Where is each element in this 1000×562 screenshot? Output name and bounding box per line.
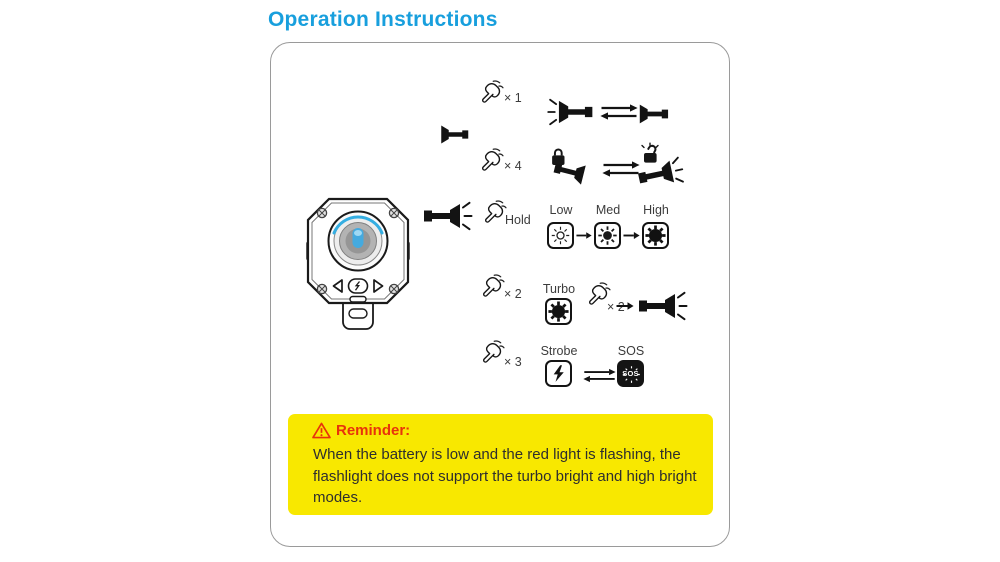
- lock-open-icon: [641, 142, 659, 164]
- sos-box-text: SOS: [622, 369, 639, 378]
- press-2x-again-label: × 2: [607, 300, 625, 314]
- page-title: Operation Instructions: [268, 8, 498, 31]
- strobe-box: [545, 360, 572, 387]
- warning-triangle-icon: [312, 422, 331, 439]
- reminder-box: [288, 414, 713, 515]
- press-4x-icon: [476, 148, 504, 175]
- brightness-low-label: Low: [549, 203, 573, 217]
- flashlight-on-icon: [424, 201, 473, 231]
- press-3x-icon: [477, 340, 505, 367]
- main-switch-button: [327, 210, 389, 272]
- press-hold-label: Hold: [505, 213, 531, 227]
- device-illustration: [306, 197, 410, 330]
- press-once-label: × 1: [504, 91, 522, 105]
- brightness-low-box: [547, 222, 574, 249]
- arrow-right-icon: [622, 231, 641, 240]
- flashlight-on-icon: [639, 291, 688, 321]
- press-2x-icon: [477, 274, 505, 301]
- usb-port: [349, 295, 367, 303]
- reminder-text: When the battery is low and the red ligh…: [313, 446, 697, 506]
- brightness-high-label: High: [643, 203, 669, 217]
- right-arrow-button: [373, 279, 384, 293]
- flashlight-off-icon: [441, 125, 469, 144]
- sos-label: SOS: [617, 344, 645, 358]
- press-2x-label: × 2: [504, 287, 522, 301]
- double-arrow-icon: [582, 367, 617, 384]
- flashlight-on-icon: [547, 98, 593, 126]
- arrow-right-icon: [615, 301, 635, 311]
- press-4x-label: × 4: [504, 159, 522, 173]
- strobe-label: Strobe: [540, 344, 578, 358]
- sos-box: SOS: [617, 360, 644, 387]
- turbo-box: [545, 298, 572, 325]
- sos-rays-icon: [623, 366, 640, 383]
- arrow-right-icon: [575, 231, 593, 240]
- left-arrow-button: [332, 279, 343, 293]
- sun-high-icon: [645, 225, 666, 246]
- sun-low-icon: [551, 226, 570, 245]
- brightness-med-box: [594, 222, 621, 249]
- turbo-label: Turbo: [542, 282, 576, 296]
- press-3x-label: × 3: [504, 355, 522, 369]
- sun-med-icon: [597, 225, 618, 246]
- brightness-med-label: Med: [595, 203, 621, 217]
- brightness-high-box: [642, 222, 669, 249]
- flashlight-off-icon: [639, 104, 669, 124]
- turbo-icon: [548, 301, 569, 322]
- press-once-icon: [476, 80, 504, 107]
- strobe-bolt-icon: [553, 365, 564, 382]
- reminder-heading: Reminder:: [336, 422, 411, 439]
